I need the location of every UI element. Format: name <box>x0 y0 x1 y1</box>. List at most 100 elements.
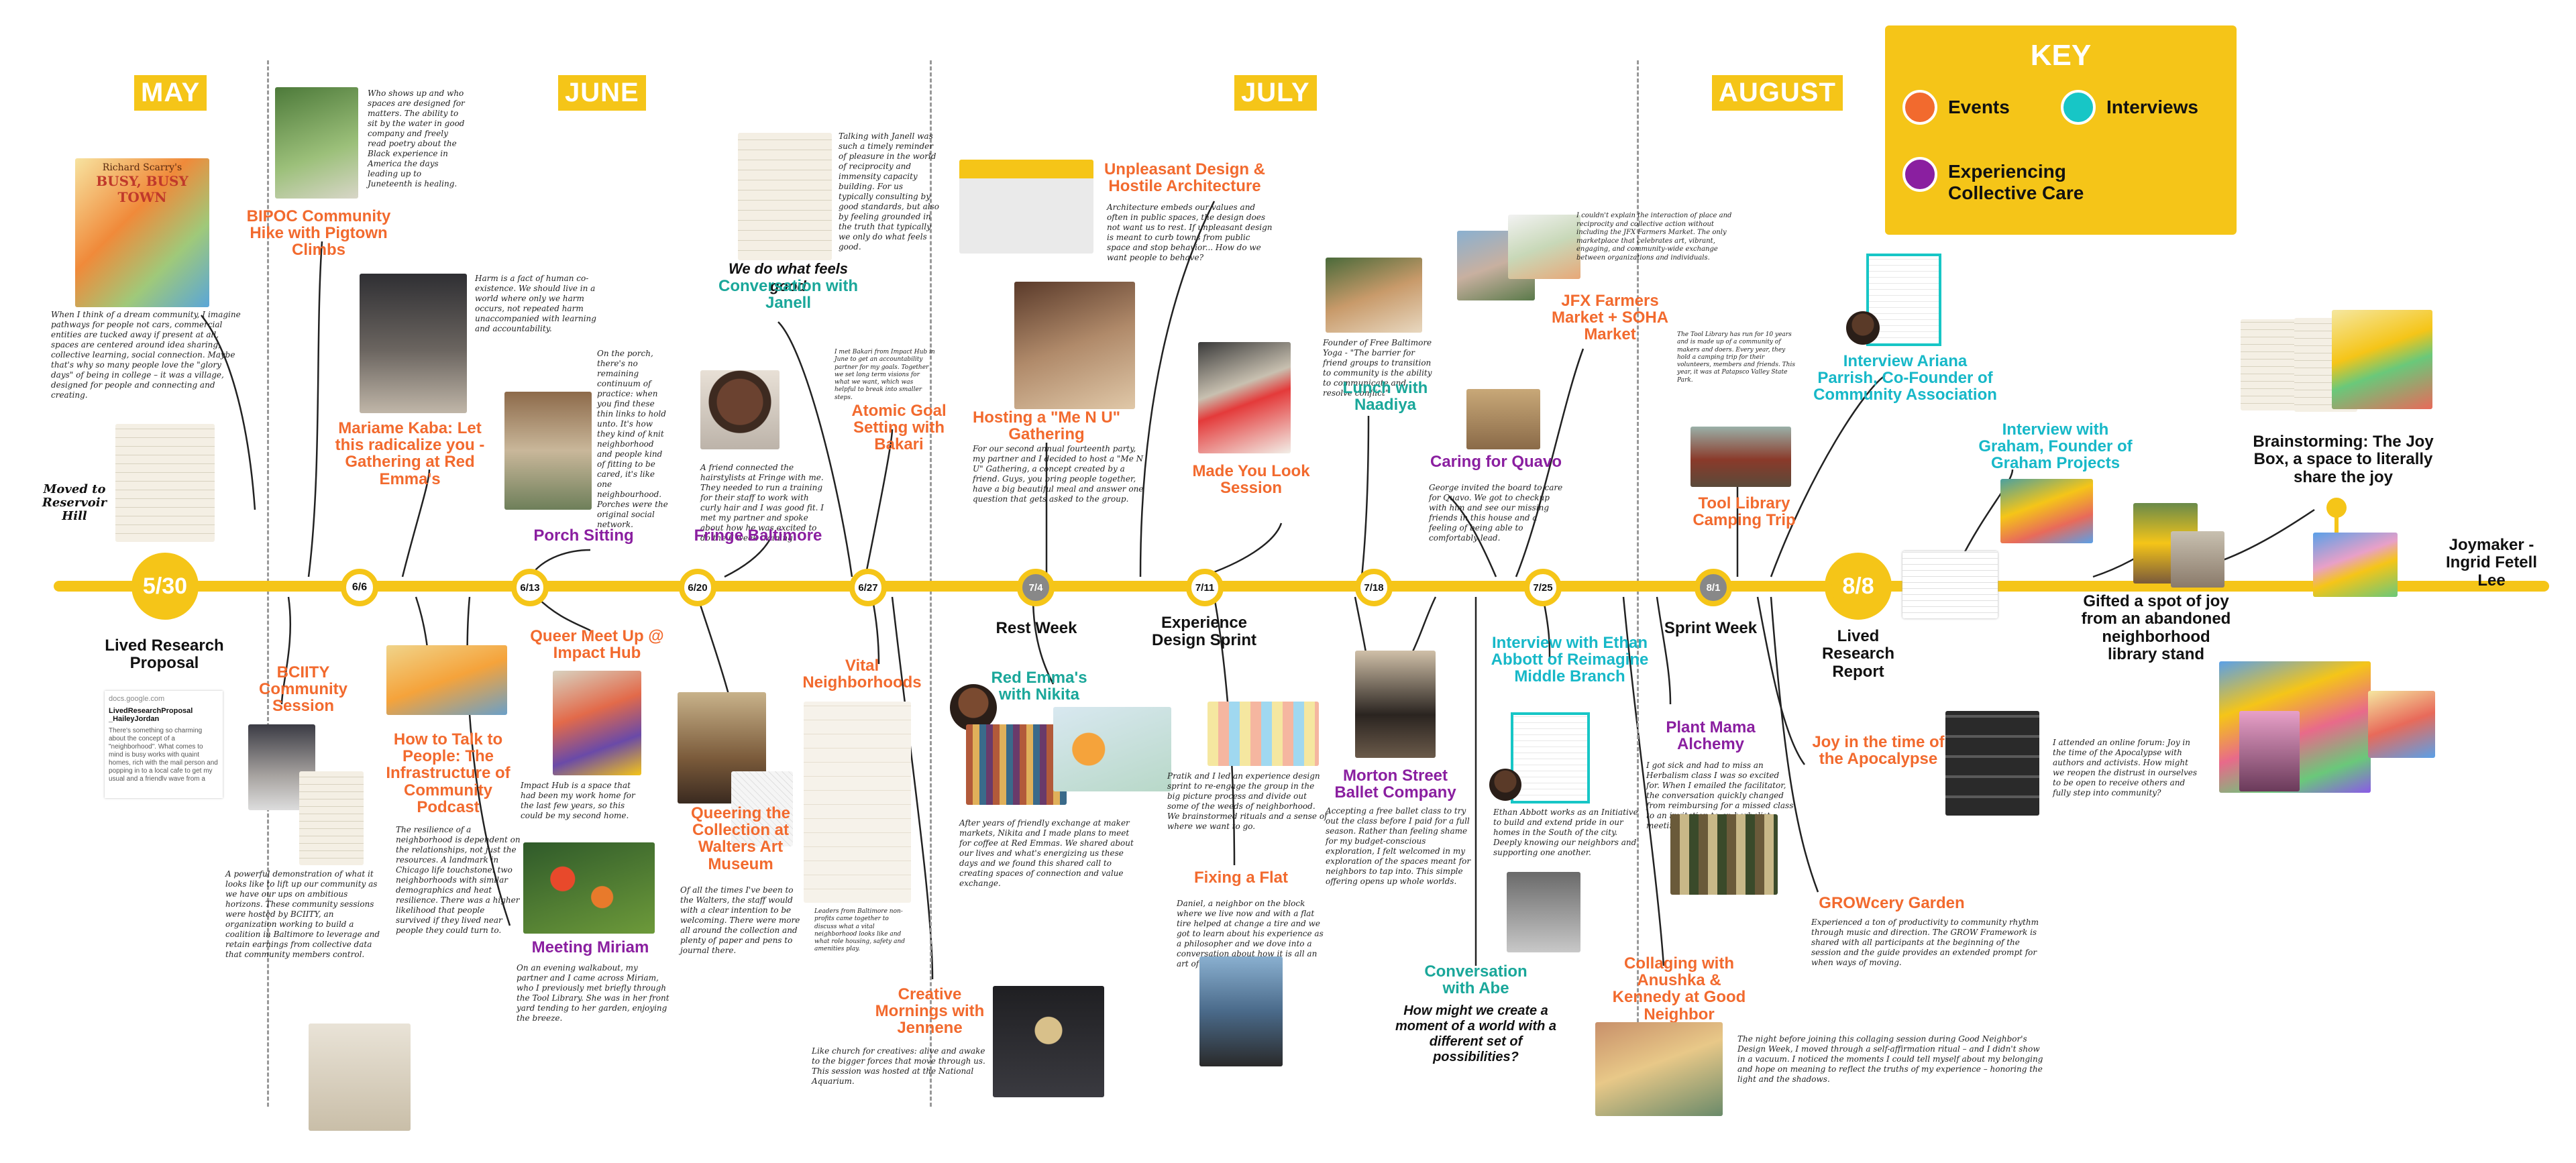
item-feel-good: We do what feels good <box>728 260 849 294</box>
key-events-label: Events <box>1948 97 2010 117</box>
photo-graham-projects <box>2000 479 2093 543</box>
photo-ethan-doc <box>1511 712 1590 804</box>
note-naadiya: Founder of Free Baltimore Yoga - "The ba… <box>1323 338 1432 398</box>
note-miriam: On an evening walkabout, my partner and … <box>517 963 669 1023</box>
photo-handwritten-notes <box>115 424 215 542</box>
item-plant-mama: Plant Mama Alchemy <box>1666 718 1756 754</box>
note-porch: On the porch, there's no remaining conti… <box>597 349 668 529</box>
note-growcery: Experienced a ton of productivity to com… <box>1811 918 2039 967</box>
note-janell: Talking with Janell was such a timely re… <box>839 131 939 252</box>
item-ariana: Interview Ariana Parrish, Co-Founder of … <box>1813 352 1997 404</box>
note-morton: Accepting a free ballet class to try out… <box>1326 806 1471 886</box>
item-creative: Creative Mornings with Jennene <box>875 985 985 1038</box>
photo-report-page <box>1902 551 1998 618</box>
item-fixing-flat: Fixing a Flat <box>1193 869 1288 887</box>
month-may: MAY <box>134 75 207 111</box>
item-janell: Conversation with Janell <box>718 277 859 313</box>
item-fringe: Fringe Baltimore <box>694 527 822 545</box>
date-node-6-27: 6/27 <box>849 569 887 606</box>
photo-joymaker-book <box>2368 691 2435 758</box>
item-caring-quavo: Caring for Quavo <box>1430 453 1562 471</box>
note-bakari: I met Bakari from Impact Hub in June to … <box>835 349 935 401</box>
photo-pigtown-hike <box>275 87 358 199</box>
item-tool-library: Tool Library Camping Trip <box>1693 494 1796 530</box>
photo-joymaker <box>2313 533 2398 597</box>
photo-camping-truck <box>1690 427 1791 487</box>
date-node-6-13: 6/13 <box>511 569 549 606</box>
book-line-1: Richard Scarry's <box>102 162 182 173</box>
photo-ballet-feet <box>1355 651 1436 758</box>
photo-porch <box>504 392 592 510</box>
label-moved: Moved to Reservoir Hill <box>42 482 107 523</box>
item-joy-apocalypse: Joy in the time of the Apocalypse <box>1812 733 1945 769</box>
note-creative: Like church for creatives: alive and awa… <box>812 1046 985 1086</box>
item-gifted: Gifted a spot of joy from an abandoned n… <box>2081 592 2231 664</box>
note-sprint: Pratik and I led an experience design sp… <box>1167 771 1328 831</box>
photo-herbs <box>1670 814 1778 895</box>
item-vital: Vital Neighborhoods <box>802 657 922 692</box>
photo-podcast <box>386 645 507 715</box>
note-harm: Harm is a fact of human co-existence. We… <box>475 274 596 333</box>
photo-creative-mornings <box>993 986 1104 1097</box>
item-growcery: GROWcery Garden <box>1819 894 1965 912</box>
photo-quavo <box>1466 389 1540 449</box>
photo-busy-town-book: Richard Scarry's BUSY, BUSY TOWN <box>75 158 209 307</box>
item-morton: Morton Street Ballet Company <box>1334 767 1456 802</box>
note-podcast: The resilience of a neighborhood is depe… <box>396 825 521 935</box>
item-atomic: Atomic Goal Setting with Bakari <box>851 402 947 454</box>
item-mariame: Mariame Kaba: Let this radicalize you - … <box>335 419 485 488</box>
note-busy-town: When I think of a dream community, I ima… <box>51 310 241 400</box>
photo-vital-board <box>804 702 911 903</box>
item-abe-question: How might we create a moment of a world … <box>1395 1003 1557 1064</box>
item-menu: Hosting a "Me N U" Gathering <box>972 408 1121 444</box>
note-quavo: George invited the board to care for Qua… <box>1429 483 1563 543</box>
photo-made-you-look <box>1198 342 1291 453</box>
photo-bciity-notes <box>299 771 364 865</box>
photo-menu-gathering <box>1014 282 1135 409</box>
key-interviews-label: Interviews <box>2106 97 2198 117</box>
photo-joy-stand <box>2171 531 2224 588</box>
item-lunch-naadiya: Lunch with Naadiya <box>1342 379 1428 414</box>
label-sprint-week: Sprint Week <box>1664 619 1758 637</box>
doc-card-proposal[interactable]: docs.google.com LivedResearchProposal _H… <box>105 691 223 798</box>
doc-card-body: There's something so charming about the … <box>109 727 218 781</box>
note-nikita: After years of friendly exchange at make… <box>959 818 1134 888</box>
note-jfx: I couldn't explain the interaction of pl… <box>1576 212 1732 262</box>
label-lived-research-proposal: Lived Research Proposal <box>105 636 224 673</box>
photo-conversation-abe <box>1507 872 1580 952</box>
date-node-6-20: 6/20 <box>679 569 716 606</box>
photo-walters-sketch <box>731 771 793 846</box>
photo-collaging <box>1595 1022 1723 1116</box>
date-node-6-6: 6/6 <box>341 569 378 606</box>
label-rest-week: Rest Week <box>996 619 1077 637</box>
doc-card-title: LivedResearchProposal _HaileyJordan <box>109 707 193 723</box>
item-conv-abe: Conversation with Abe <box>1424 962 1527 998</box>
avatar-ariana <box>1846 311 1880 345</box>
item-joymaker: Joymaker - Ingrid Fetell Lee <box>2445 536 2537 590</box>
item-jfx: JFX Farmers Market + SOHA Market <box>1551 292 1669 344</box>
note-ethan: Ethan Abbott works as an Initiative to b… <box>1493 808 1638 857</box>
photo-fixing-flat <box>1199 956 1283 1066</box>
photo-red-emmas-books <box>966 724 1067 805</box>
item-porch: Porch Sitting <box>533 527 634 545</box>
photo-mariame-gathering <box>360 274 467 413</box>
item-queering: Queering the Collection at Walters Art M… <box>690 804 791 873</box>
date-node-7-4: 7/4 <box>1017 569 1055 606</box>
date-node-8-1: 8/1 <box>1695 569 1732 606</box>
key-events-dot <box>1902 90 1937 125</box>
date-node-8-8: 8/8 <box>1825 553 1892 620</box>
item-queer-meetup: Queer Meet Up @ Impact Hub <box>530 627 664 663</box>
item-unpleasant: Unpleasant Design & Hostile Architecture <box>1104 160 1266 196</box>
date-node-7-11: 7/11 <box>1186 569 1224 606</box>
note-unpleasant: Architecture embeds our values and often… <box>1107 203 1273 262</box>
note-bciity: A powerful demonstration of what it look… <box>225 869 380 959</box>
legend-key: KEY Events Interviews Experiencing Colle… <box>1885 25 2237 235</box>
key-care-label: Experiencing Collective Care <box>1948 161 2084 204</box>
photo-tomatoes <box>523 842 655 934</box>
photo-apocalypse-call <box>1945 711 2039 816</box>
note-walters: Of all the times I've been to the Walter… <box>680 885 800 955</box>
date-node-7-25: 7/25 <box>1524 569 1562 606</box>
pin-icon <box>2326 498 2347 518</box>
item-collaging: Collaging with Anushka & Kennedy at Good… <box>1612 954 1746 1023</box>
month-july: JULY <box>1234 75 1317 111</box>
